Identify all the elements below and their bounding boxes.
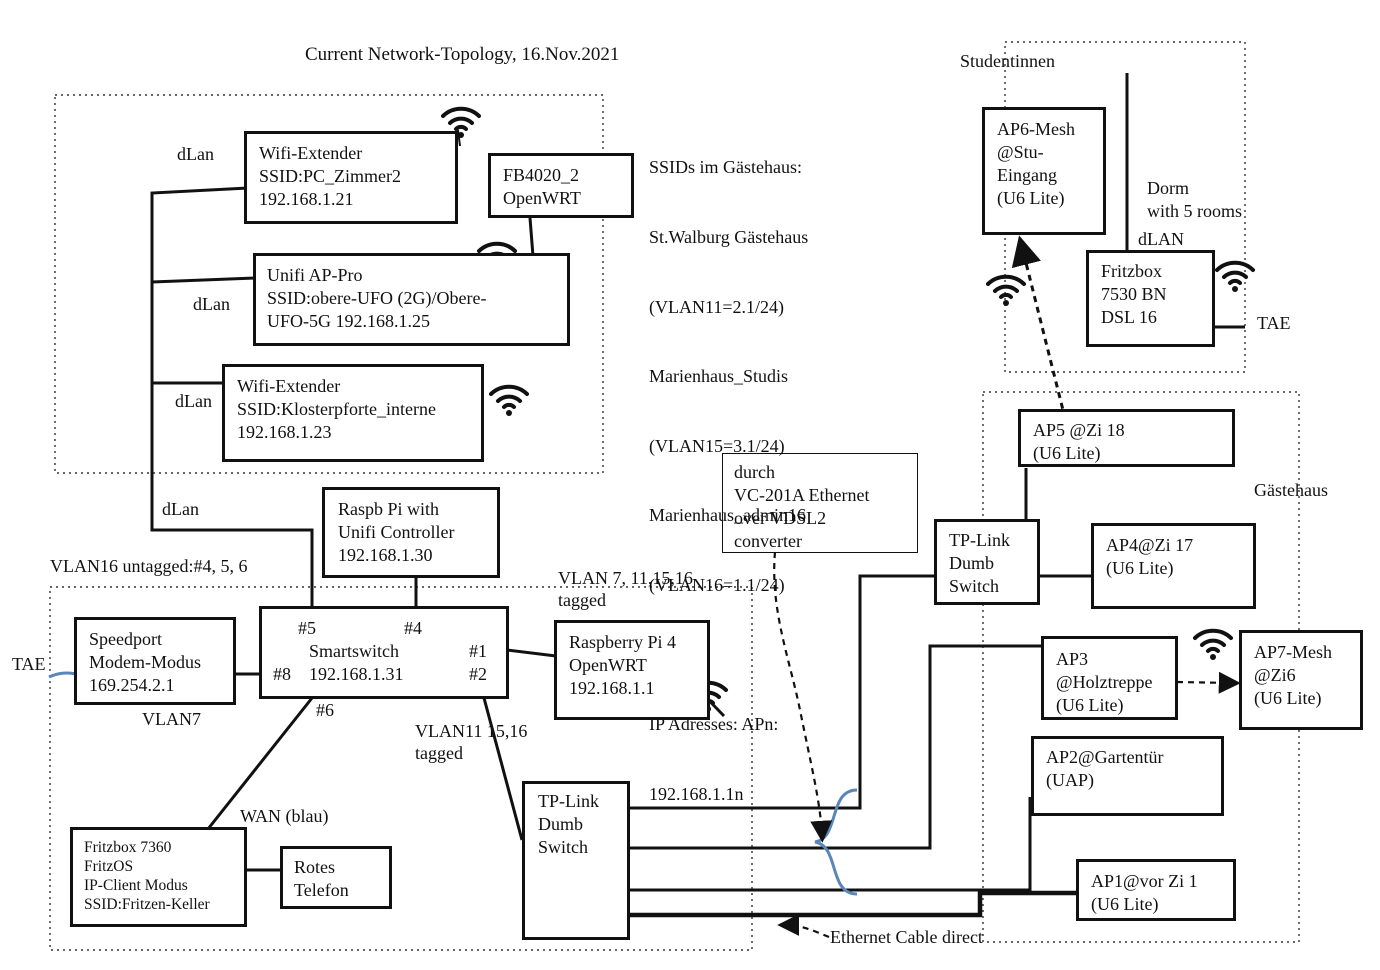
dlan-label: dLan bbox=[175, 391, 212, 411]
wifi-extender-pc-label: Wifi-Extender SSID:PC_Zimmer2 192.168.1.… bbox=[259, 143, 402, 209]
fb4020-label: FB4020_2 OpenWRT bbox=[503, 165, 581, 208]
tplink-upper-label: TP-Link Dumb Switch bbox=[949, 530, 1010, 596]
dlan-label: dLan bbox=[162, 499, 199, 519]
unifi-ap-pro-box bbox=[253, 253, 570, 346]
port-6-label: #6 bbox=[316, 700, 334, 720]
wifi-extender-pc-box bbox=[244, 131, 458, 224]
vlan7-tagged-label: VLAN 7, 11,15,16 tagged bbox=[558, 568, 693, 610]
ap3-box bbox=[1041, 636, 1178, 720]
ssid-line bbox=[649, 644, 808, 667]
ssid-line: (VLAN16=1.1/24) bbox=[649, 575, 785, 596]
wifi-extender-kloster-label: Wifi-Extender SSID:Klosterpforte_interne… bbox=[237, 376, 436, 442]
gaestehaus-boundary bbox=[982, 391, 1300, 943]
ap2-box bbox=[1031, 736, 1224, 816]
vlan16-untagged-label: VLAN16 untagged:#4, 5, 6 bbox=[50, 556, 248, 576]
gaestehaus-label: Gästehaus bbox=[1254, 480, 1328, 500]
ap5-box bbox=[1018, 409, 1235, 467]
ap6-label: AP6-Mesh @Stu- Eingang (U6 Lite) bbox=[997, 119, 1076, 208]
ssid-info: SSIDs im Gästehaus: St.Walburg Gästehaus… bbox=[649, 110, 808, 852]
ap3-label: AP3 @Holztreppe (U6 Lite) bbox=[1056, 649, 1153, 715]
dlan-dorm-label: dLAN bbox=[1138, 229, 1184, 249]
tplink-lower-box bbox=[522, 781, 630, 940]
wifi-icon bbox=[1215, 260, 1255, 294]
ap6-box bbox=[982, 107, 1106, 235]
port-1-label: #1 bbox=[469, 641, 487, 661]
ap4-label: AP4@Zi 17 (U6 Lite) bbox=[1106, 535, 1194, 578]
ssid-line: IP Adresses: APn: bbox=[649, 714, 779, 735]
studentinnen-label: Studentinnen bbox=[960, 51, 1055, 71]
ap1-box bbox=[1076, 859, 1236, 921]
wifi-icon bbox=[489, 384, 529, 418]
diagram-title: Current Network-Topology, 16.Nov.2021 bbox=[305, 44, 620, 65]
ethernet-direct-label: Ethernet Cable direct bbox=[830, 927, 983, 947]
vlan7-label: VLAN7 bbox=[142, 709, 201, 729]
basement-boundary bbox=[49, 586, 753, 951]
raspberry-pi4-box bbox=[554, 620, 710, 720]
tae-right-label: TAE bbox=[1257, 313, 1291, 333]
wan-label: WAN (blau) bbox=[240, 806, 329, 826]
ssid-line: (VLAN11=2.1/24) bbox=[649, 296, 784, 317]
ap7-box bbox=[1239, 630, 1363, 730]
port-5-label: #5 bbox=[298, 618, 316, 638]
fritzbox-7360-box bbox=[70, 827, 247, 927]
rotes-telefon-label: Rotes Telefon bbox=[294, 857, 349, 900]
wifi-icon bbox=[986, 274, 1026, 308]
ssid-line: Marienhaus_Studis bbox=[649, 366, 788, 387]
ap4-box bbox=[1091, 523, 1256, 609]
dlan-backbone-lines bbox=[150, 129, 535, 608]
ssid-line: SSIDs im Gästehaus: bbox=[649, 157, 802, 178]
basement-connection-lines bbox=[206, 578, 557, 872]
unifi-ap-pro-label: Unifi AP-Pro SSID:obere-UFO (2G)/Obere- … bbox=[267, 265, 487, 331]
ssid-line: (VLAN15=3.1/24) bbox=[649, 435, 785, 456]
raspb-pi-controller-box bbox=[322, 487, 500, 578]
studentinnen-boundary bbox=[1004, 41, 1246, 373]
ap7-label: AP7-Mesh @Zi6 (U6 Lite) bbox=[1254, 642, 1333, 708]
tplink-lower-label: TP-Link Dumb Switch bbox=[538, 791, 599, 857]
port-4-label: #4 bbox=[404, 618, 422, 638]
ssid-line: St.Walburg Gästehaus bbox=[649, 227, 809, 248]
raspb-pi-controller-label: Raspb Pi with Unifi Controller 192.168.1… bbox=[338, 499, 455, 565]
rotes-telefon-box bbox=[280, 846, 392, 909]
wifi-extender-kloster-box bbox=[222, 364, 484, 462]
fritzbox-7530-label: Fritzbox 7530 BN DSL 16 bbox=[1101, 261, 1167, 327]
fb4020-box bbox=[488, 153, 634, 218]
ssid-line: 192.168.1.1n bbox=[649, 783, 744, 804]
ap2-label: AP2@Gartentür (UAP) bbox=[1046, 747, 1164, 790]
vlan11-tagged-label: VLAN11 15,16 tagged bbox=[415, 721, 528, 763]
tplink-upper-box bbox=[934, 519, 1040, 605]
upper-house-boundary bbox=[54, 94, 604, 474]
wifi-icon bbox=[1193, 628, 1233, 662]
tae-left-cable bbox=[48, 671, 77, 679]
port-2-label: #2 bbox=[469, 664, 487, 684]
gaestehaus-cables bbox=[630, 73, 1245, 918]
ap1-label: AP1@vor Zi 1 (U6 Lite) bbox=[1091, 871, 1198, 914]
port-8-label: #8 bbox=[273, 664, 291, 684]
dashed-arrows bbox=[773, 235, 1241, 939]
speedport-label: Speedport Modem-Modus 169.254.2.1 bbox=[89, 629, 201, 695]
converter-note-label: durch VC-201A Ethernet over VDSL2 conver… bbox=[734, 462, 870, 551]
dlan-label: dLan bbox=[177, 144, 214, 164]
smartswitch-label: Smartswitch 192.168.1.31 bbox=[309, 641, 404, 684]
tae-left-label: TAE bbox=[12, 654, 46, 674]
speedport-box bbox=[74, 617, 236, 705]
fritzbox-7360-label: Fritzbox 7360 FritzOS IP-Client Modus SS… bbox=[84, 839, 210, 913]
smartswitch-box bbox=[259, 606, 509, 699]
dorm-label: Dorm with 5 rooms bbox=[1147, 178, 1243, 221]
ssid-line: Marienhaus_admin16 bbox=[649, 505, 806, 526]
vdsl-brace bbox=[814, 788, 858, 896]
dlan-label: dLan bbox=[193, 294, 230, 314]
fritzbox-7530-box bbox=[1086, 250, 1215, 347]
ap5-label: AP5 @Zi 18 (U6 Lite) bbox=[1033, 420, 1125, 463]
raspberry-pi4-label: Raspberry Pi 4 OpenWRT 192.168.1.1 bbox=[569, 632, 676, 698]
converter-note-box bbox=[722, 453, 918, 553]
